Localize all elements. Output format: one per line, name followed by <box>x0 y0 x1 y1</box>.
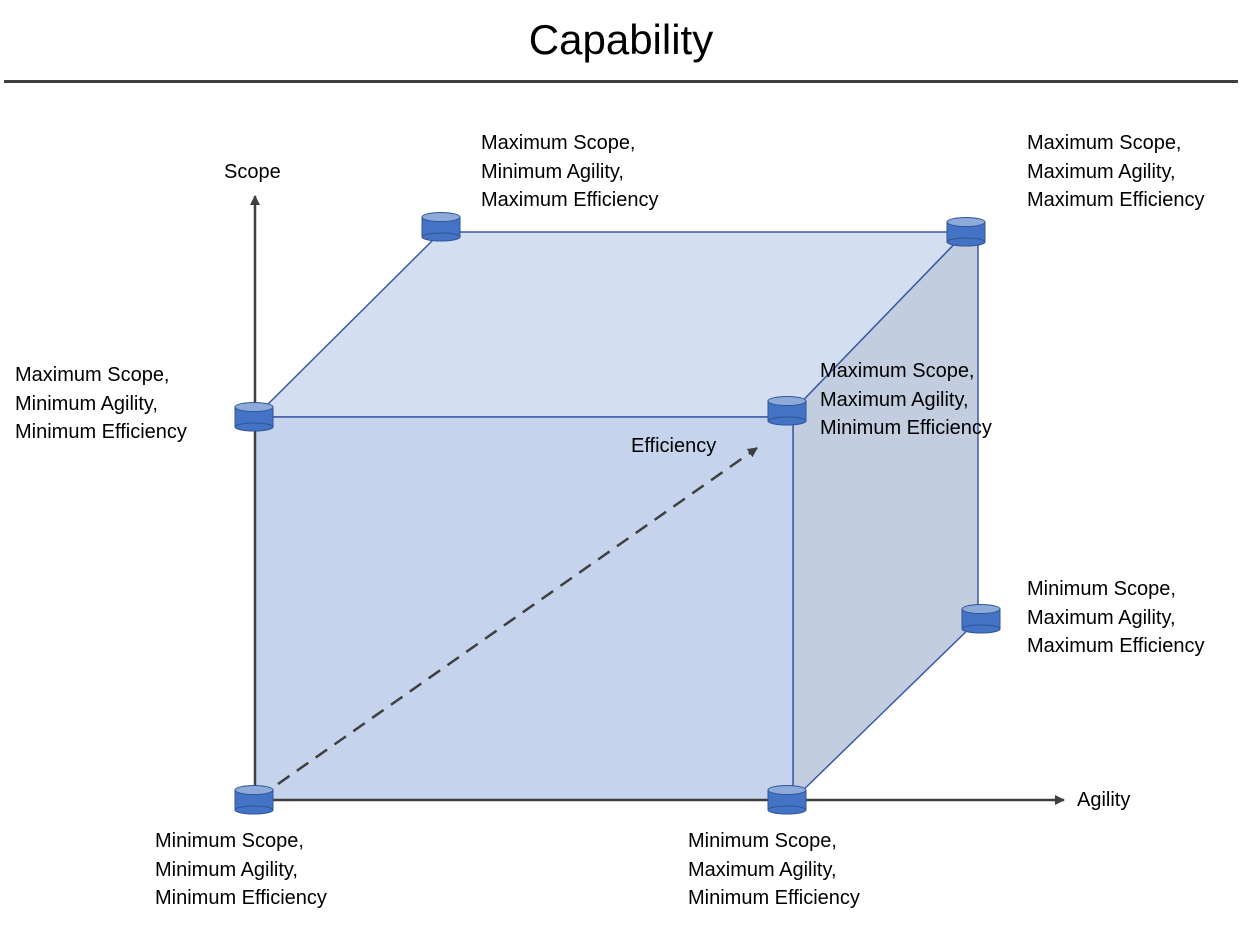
node-max-min-min <box>234 402 274 432</box>
scope-axis-label: Scope <box>224 161 281 183</box>
node-max-max-min <box>767 396 807 426</box>
efficiency-axis <box>277 446 758 786</box>
vertex-label-min-max-max: Minimum Scope,Maximum Agility,Maximum Ef… <box>1027 578 1205 657</box>
node-max-max-max <box>946 217 986 247</box>
vertex-label-max-max-max: Maximum Scope,Maximum Agility,Maximum Ef… <box>1027 132 1205 211</box>
node-min-min-min <box>234 785 274 815</box>
node-min-max-max <box>961 604 1001 634</box>
node-max-min-max <box>421 212 461 242</box>
vertex-label-min-min-min: Minimum Scope,Minimum Agility,Minimum Ef… <box>155 830 327 909</box>
page-title: Capability <box>528 16 714 63</box>
node-min-max-min <box>767 785 807 815</box>
title-divider <box>4 80 1238 83</box>
vertex-label-max-min-min: Maximum Scope,Minimum Agility,Minimum Ef… <box>15 364 187 443</box>
vertex-label-max-max-min: Maximum Scope,Maximum Agility,Minimum Ef… <box>820 360 992 439</box>
efficiency-axis-label: Efficiency <box>631 435 717 457</box>
agility-axis-label: Agility <box>1077 789 1131 811</box>
vertex-label-max-min-max: Maximum Scope,Minimum Agility,Maximum Ef… <box>481 132 659 211</box>
vertex-label-min-max-min: Minimum Scope,Maximum Agility,Minimum Ef… <box>688 830 860 909</box>
